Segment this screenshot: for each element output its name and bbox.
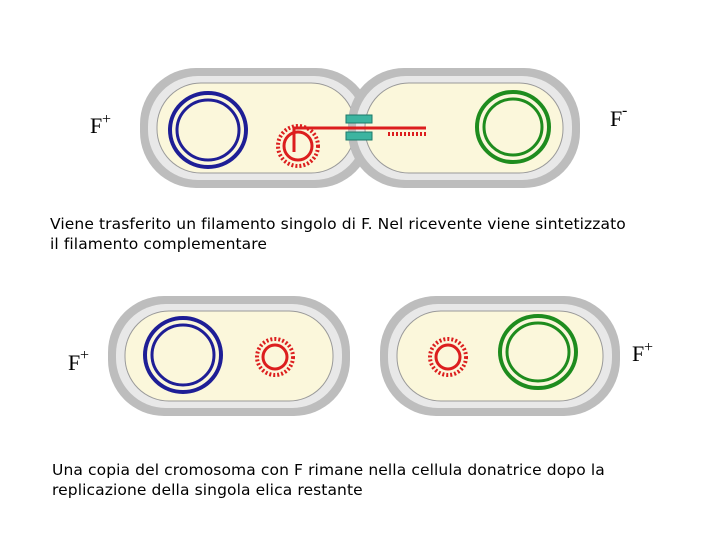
bottom-caption-line-1: Una copia del cromosoma con F rimane nel… bbox=[52, 461, 605, 479]
bottom-right-f-label: F bbox=[632, 341, 644, 366]
bottom-donor-chromosome bbox=[143, 316, 223, 394]
top-caption-line-2: il filamento complementare bbox=[50, 235, 268, 253]
bottom-recipient-plasmid bbox=[428, 337, 468, 377]
top-right-f-sup: - bbox=[622, 102, 627, 119]
bottom-left-f-sup: + bbox=[80, 347, 89, 364]
bottom-donor-plasmid bbox=[255, 337, 295, 377]
top-recipient-chromosome bbox=[475, 90, 551, 164]
top-right-f-label: F bbox=[610, 106, 622, 131]
bottom-right-f-sup: + bbox=[644, 339, 653, 356]
conjugation-bridge bbox=[345, 114, 373, 141]
bottom-caption: Una copia del cromosoma con F rimane nel… bbox=[52, 460, 605, 500]
top-caption: Viene trasferito un filamento singolo di… bbox=[50, 214, 626, 254]
bottom-caption-line-2: replicazione della singola elica restant… bbox=[52, 481, 363, 499]
top-donor-chromosome bbox=[168, 91, 248, 169]
transferred-single-strand bbox=[292, 126, 426, 152]
bottom-left-f-label: F bbox=[68, 350, 80, 375]
bottom-recipient-chromosome bbox=[498, 314, 578, 390]
top-donor-plasmid bbox=[276, 124, 320, 168]
top-left-f-label: F bbox=[90, 113, 102, 138]
top-left-f-sup: + bbox=[102, 111, 111, 128]
top-recipient-cell bbox=[348, 68, 580, 188]
top-caption-line-1: Viene trasferito un filamento singolo di… bbox=[50, 215, 626, 233]
